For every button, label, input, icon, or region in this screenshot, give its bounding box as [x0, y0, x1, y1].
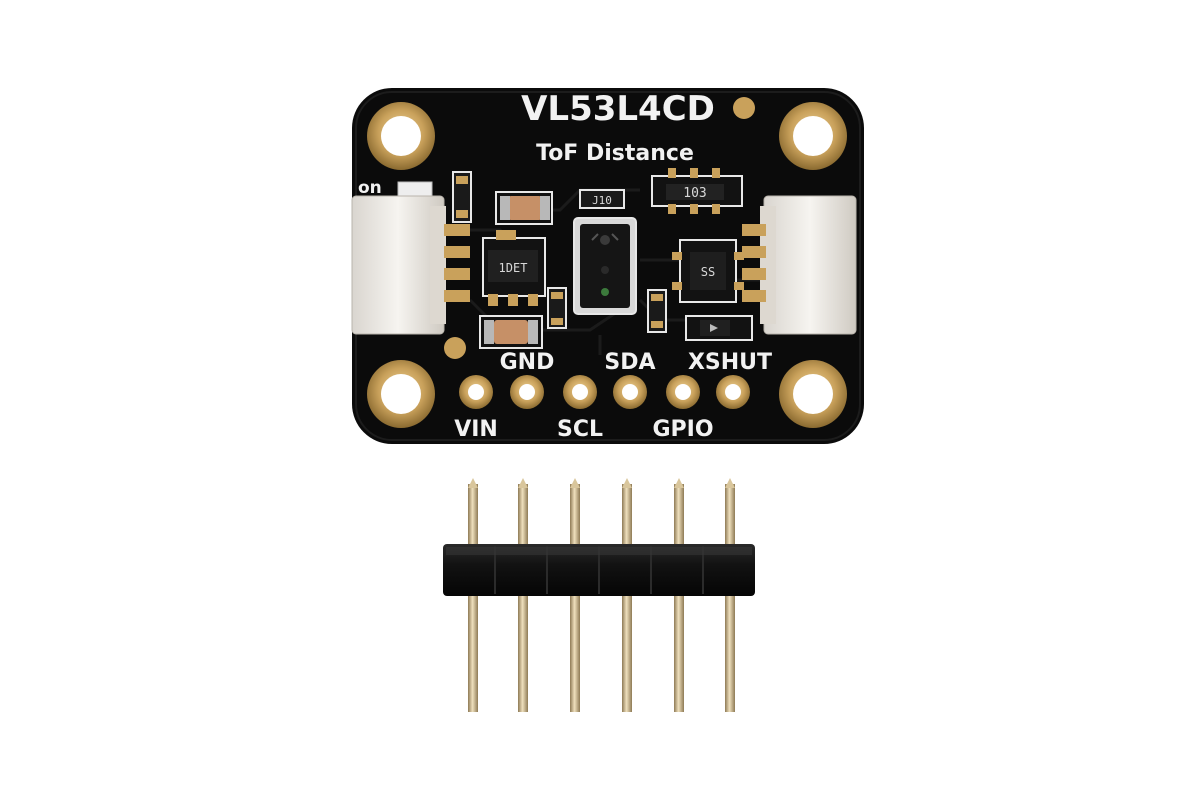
pin-label-xshut: XSHUT — [688, 350, 772, 375]
header-plastic — [443, 544, 755, 596]
pin-label-gpio: GPIO — [652, 417, 713, 442]
pin-label-scl: SCL — [557, 417, 603, 442]
diode-d1: J10 — [579, 189, 625, 209]
header-pins — [468, 478, 735, 712]
transistor-q1 — [685, 315, 753, 341]
resistor-r2 — [547, 287, 567, 329]
pin-header — [443, 478, 755, 712]
pcb-board: VL53L4CD ToF Distance on — [351, 88, 864, 444]
mounting-hole-tl — [367, 102, 435, 170]
power-led-label: on — [358, 178, 382, 198]
mounting-hole-br — [779, 360, 847, 428]
mounting-hole-tr — [779, 102, 847, 170]
resistor-r1 — [452, 171, 472, 223]
level-shifter-mark: SS — [701, 265, 715, 279]
stemma-connector-left — [351, 195, 470, 335]
diode-mark: J10 — [592, 194, 612, 207]
stemma-connector-right — [742, 195, 857, 335]
mounting-hole-bl — [367, 360, 435, 428]
breakout-pads — [459, 375, 750, 409]
board-title: VL53L4CD — [521, 89, 715, 129]
capacitor-c1 — [495, 191, 553, 225]
chip-103: 103 — [651, 168, 743, 214]
pin-label-gnd: GND — [500, 350, 555, 375]
regulator-mark: 1DET — [499, 261, 528, 275]
capacitor-c2 — [479, 315, 543, 349]
board-subtitle: ToF Distance — [536, 141, 694, 166]
fiducial-top — [733, 97, 755, 119]
tof-sensor — [573, 217, 637, 315]
voltage-regulator: 1DET — [482, 230, 546, 306]
pin-label-sda: SDA — [604, 350, 655, 375]
pin-label-vin: VIN — [454, 417, 498, 442]
chip-103-mark: 103 — [683, 186, 706, 201]
level-shifter: SS — [672, 239, 744, 303]
resistor-r3 — [647, 289, 667, 333]
fiducial-bottom — [444, 337, 466, 359]
